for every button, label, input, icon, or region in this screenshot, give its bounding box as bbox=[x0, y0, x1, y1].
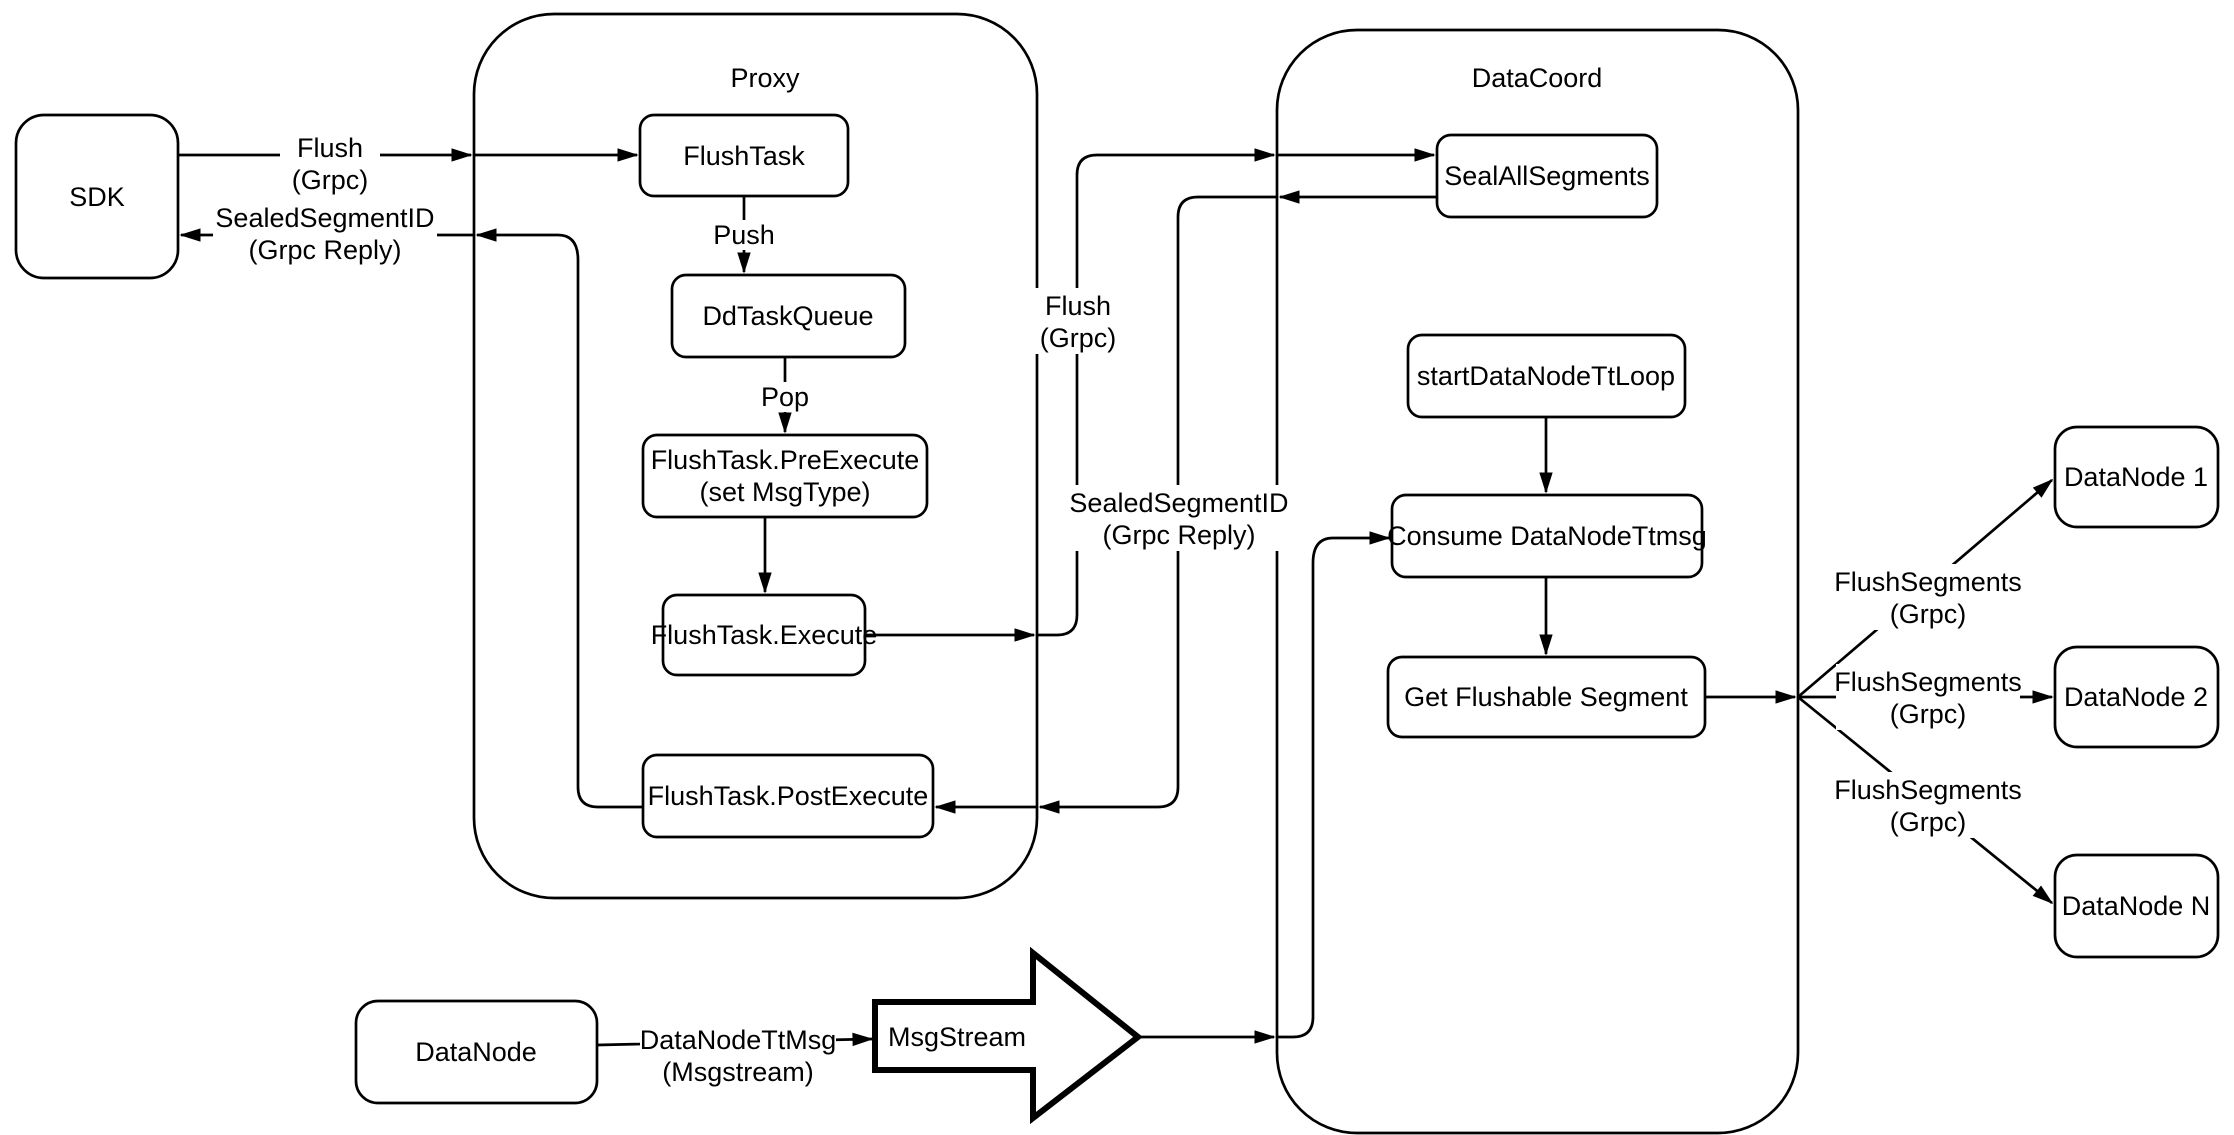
label-line1: Flush bbox=[297, 133, 363, 163]
execute-node bbox=[661, 593, 867, 677]
datanoden-node bbox=[2053, 853, 2220, 959]
get-flushable-segment-node bbox=[1386, 655, 1707, 739]
label-line2: (Grpc Reply) bbox=[248, 235, 401, 265]
label-text: Pop bbox=[761, 382, 809, 412]
postexecute-label: FlushTask.PostExecute bbox=[648, 781, 929, 811]
datanode-node bbox=[354, 999, 599, 1105]
datanode2-label: DataNode 2 bbox=[2064, 682, 2208, 712]
label-datanodettmsg: DataNodeTtMsg (Msgstream) bbox=[640, 1022, 837, 1088]
consume-datanodettmsg-label: Consume DataNodeTtmsg bbox=[1387, 521, 1707, 551]
label-bg bbox=[1030, 288, 1126, 354]
flushtask-node bbox=[638, 113, 850, 198]
label-push: Push bbox=[712, 220, 776, 250]
label-sealedsegmentid-sdk: SealedSegmentID (Grpc Reply) bbox=[213, 200, 437, 266]
startdatanodettloop-node bbox=[1406, 333, 1687, 419]
edge-postexecute-to-proxy-edge bbox=[475, 228, 643, 809]
preexecute-label-line2: (set MsgType) bbox=[699, 477, 870, 507]
label-sealedsegmentid-mid: SealedSegmentID (Grpc Reply) bbox=[1067, 485, 1291, 551]
label-line1: SealedSegmentID bbox=[1069, 488, 1288, 518]
proxy-container bbox=[472, 12, 1039, 900]
sealallsegments-node bbox=[1435, 133, 1659, 219]
ddtaskqueue-node bbox=[670, 273, 907, 359]
postexecute-node bbox=[641, 753, 935, 839]
label-bg bbox=[1836, 564, 2020, 630]
edge-flush-grpc-to-datacoord bbox=[1037, 148, 1276, 637]
datanoden-label: DataNode N bbox=[2062, 891, 2211, 921]
label-bg bbox=[1836, 664, 2020, 730]
sdk-node bbox=[14, 113, 180, 280]
execute-label: FlushTask.Execute bbox=[651, 620, 878, 650]
label-line1: Flush bbox=[1045, 291, 1111, 321]
label-line1: DataNodeTtMsg bbox=[640, 1025, 837, 1055]
label-line2: (Grpc) bbox=[1040, 323, 1117, 353]
ddtaskqueue-label: DdTaskQueue bbox=[702, 301, 873, 331]
label-flushsegments-2: FlushSegments (Grpc) bbox=[1834, 664, 2022, 730]
label-line2: (Grpc Reply) bbox=[1102, 520, 1255, 550]
label-line1: FlushSegments bbox=[1834, 667, 2022, 697]
label-line2: (Grpc) bbox=[292, 165, 369, 195]
datanode1-label: DataNode 1 bbox=[2064, 462, 2208, 492]
edge-msgstream-to-consume bbox=[1277, 531, 1391, 1039]
preexecute-node bbox=[641, 433, 929, 519]
label-line2: (Grpc) bbox=[1890, 807, 1967, 837]
label-bg bbox=[640, 1022, 836, 1088]
label-flushsegments-3: FlushSegments (Grpc) bbox=[1834, 772, 2022, 838]
msgstream-label: MsgStream bbox=[888, 1022, 1026, 1052]
sealallsegments-label: SealAllSegments bbox=[1444, 161, 1650, 191]
startdatanodettloop-label: startDataNodeTtLoop bbox=[1417, 361, 1675, 391]
label-bg bbox=[1836, 772, 2020, 838]
label-flushsegments-1: FlushSegments (Grpc) bbox=[1834, 564, 2022, 630]
label-line2: (Msgstream) bbox=[662, 1057, 814, 1087]
datacoord-container bbox=[1275, 28, 1800, 1135]
msgstream-block-arrow bbox=[872, 946, 1143, 1125]
label-bg bbox=[280, 130, 380, 196]
proxy-title: Proxy bbox=[730, 63, 800, 93]
sdk-label: SDK bbox=[69, 182, 125, 212]
datanode1-node bbox=[2053, 425, 2220, 529]
label-flush-mid: Flush (Grpc) bbox=[1030, 288, 1126, 354]
label-line2: (Grpc) bbox=[1890, 599, 1967, 629]
datanode-label: DataNode bbox=[415, 1037, 537, 1067]
label-line1: SealedSegmentID bbox=[215, 203, 434, 233]
label-line1: FlushSegments bbox=[1834, 567, 2022, 597]
label-bg bbox=[1067, 485, 1291, 551]
consume-datanodettmsg-node bbox=[1390, 493, 1704, 579]
flushtask-label: FlushTask bbox=[683, 141, 805, 171]
label-pop: Pop bbox=[760, 382, 810, 412]
datanode2-node bbox=[2053, 645, 2220, 749]
get-flushable-segment-label: Get Flushable Segment bbox=[1404, 682, 1688, 712]
label-line1: FlushSegments bbox=[1834, 775, 2022, 805]
label-bg bbox=[213, 200, 437, 266]
label-bg bbox=[712, 220, 776, 250]
label-text: Push bbox=[713, 220, 775, 250]
datacoord-title: DataCoord bbox=[1472, 63, 1603, 93]
preexecute-label-line1: FlushTask.PreExecute bbox=[651, 445, 920, 475]
label-bg bbox=[760, 382, 810, 412]
label-flush-sdk: Flush (Grpc) bbox=[280, 130, 380, 196]
label-line2: (Grpc) bbox=[1890, 699, 1967, 729]
